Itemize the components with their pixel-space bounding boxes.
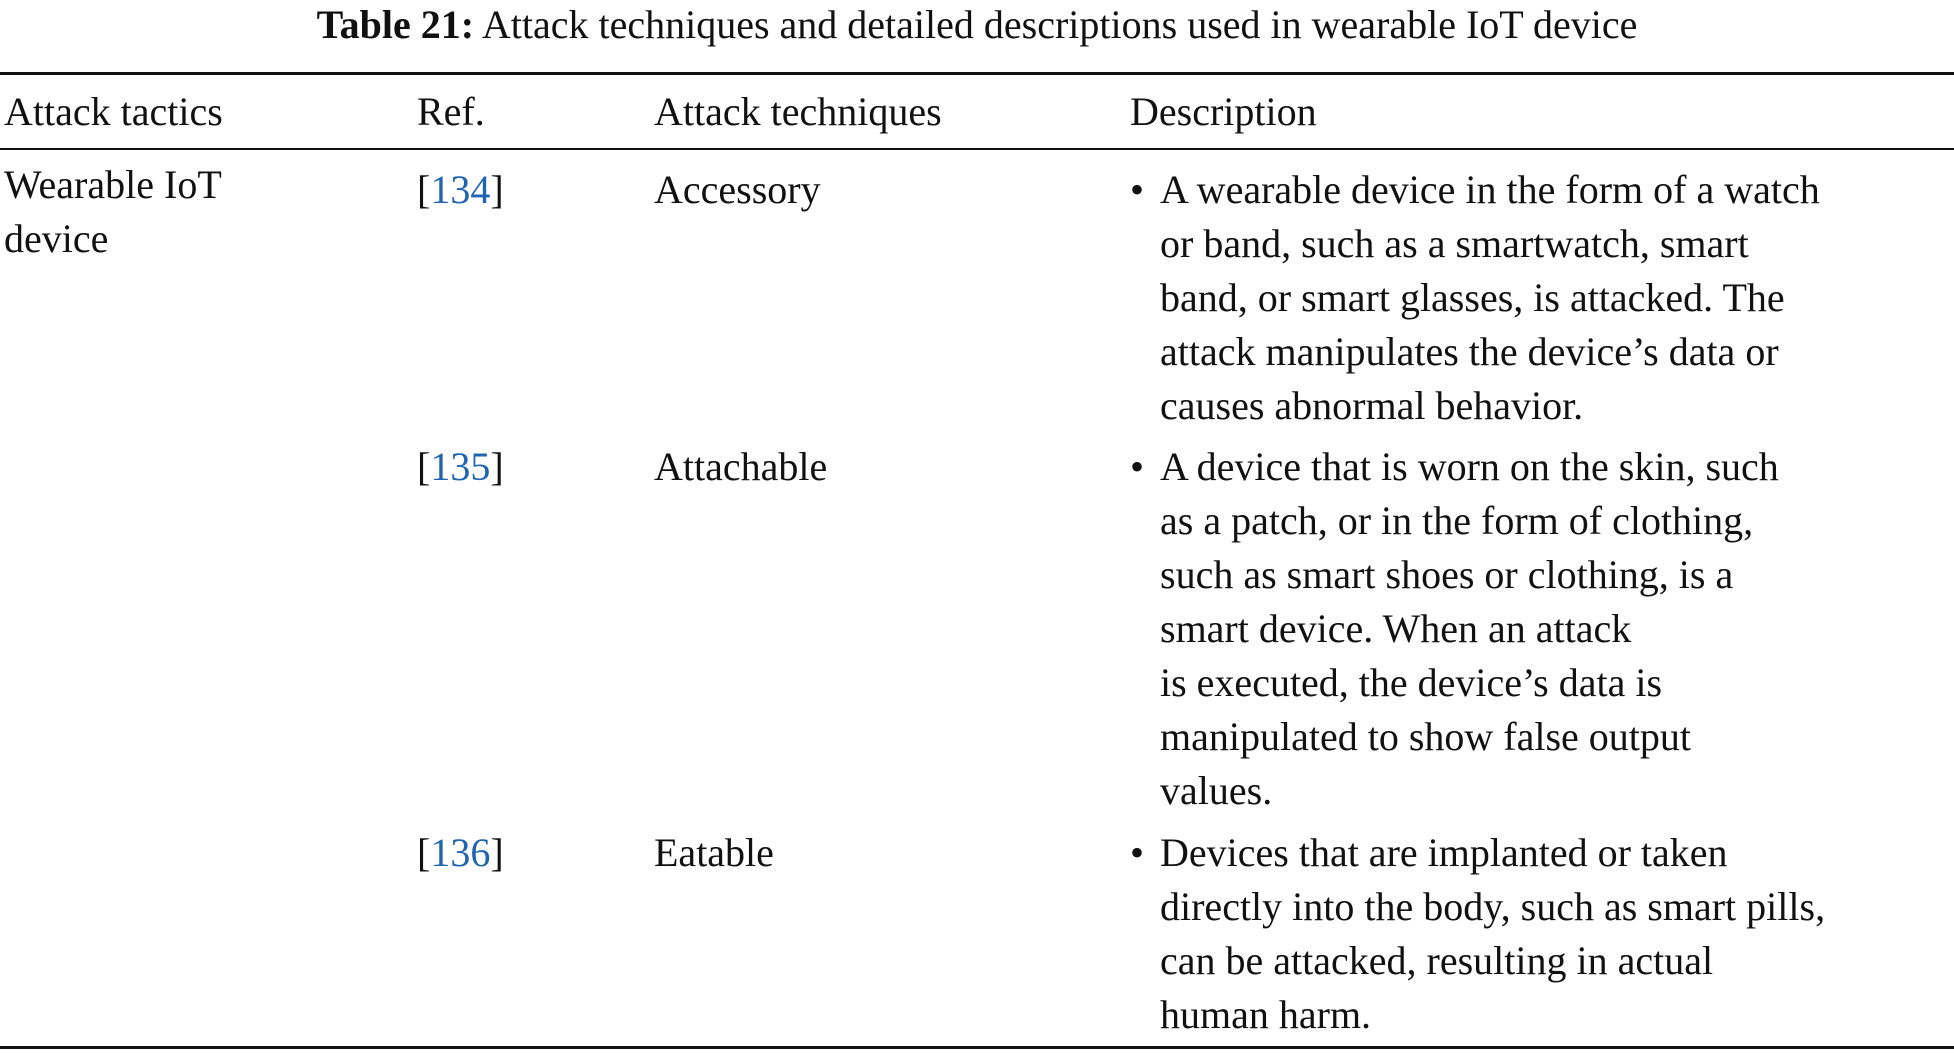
header-ref: Ref.	[417, 89, 485, 134]
description-line: or band, such as a smartwatch, smart	[1160, 221, 1749, 266]
header-attack-tactics: Attack tactics	[4, 89, 223, 134]
description-line: A wearable device in the form of a watch	[1160, 167, 1820, 212]
description-line: as a patch, or in the form of clothing,	[1160, 498, 1754, 543]
ref-close-bracket: ]	[490, 830, 504, 875]
ref-close-bracket: ]	[490, 167, 504, 212]
description-line: attack manipulates the device’s data or	[1160, 329, 1779, 374]
top-rule	[0, 72, 1954, 75]
description-line: band, or smart glasses, is attacked. The	[1160, 275, 1785, 320]
caption-label: Table 21:	[316, 2, 475, 47]
ref-link[interactable]: 136	[430, 830, 491, 875]
description-line: values.	[1160, 768, 1273, 813]
ref-link[interactable]: 134	[430, 167, 491, 212]
description-line: is executed, the device’s data is	[1160, 660, 1663, 705]
description-line: can be attacked, resulting in actual	[1160, 938, 1714, 983]
description-line: smart device. When an attack	[1160, 606, 1632, 651]
table-row-ref: [136]	[417, 826, 504, 880]
header-description: Description	[1130, 89, 1317, 134]
description-line: manipulated to show false output	[1160, 714, 1692, 759]
caption-text: Attack techniques and detailed descripti…	[481, 2, 1638, 47]
ref-close-bracket: ]	[490, 444, 504, 489]
table-row-ref: [134]	[417, 163, 504, 217]
ref-open-bracket: [	[417, 167, 431, 212]
tactic-line-1: Wearable IoT	[4, 162, 222, 207]
bullet-icon: •	[1130, 444, 1145, 489]
technique-cell: Attachable	[654, 444, 828, 489]
table-caption: Table 21: Attack techniques and detailed…	[0, 0, 1954, 50]
description-line: directly into the body, such as smart pi…	[1160, 884, 1826, 929]
bottom-rule	[0, 1046, 1954, 1049]
ref-link[interactable]: 135	[430, 444, 491, 489]
ref-open-bracket: [	[417, 444, 431, 489]
bullet-icon: •	[1130, 830, 1145, 875]
description-line: human harm.	[1160, 992, 1372, 1037]
table-row-ref: [135]	[417, 440, 504, 494]
description-line: Devices that are implanted or taken	[1160, 830, 1728, 875]
ref-open-bracket: [	[417, 830, 431, 875]
bullet-icon: •	[1130, 167, 1145, 212]
description-line: such as smart shoes or clothing, is a	[1160, 552, 1734, 597]
description-line: A device that is worn on the skin, such	[1160, 444, 1779, 489]
tactic-line-2: device	[4, 216, 109, 261]
header-attack-techniques: Attack techniques	[654, 89, 942, 134]
header-rule	[0, 148, 1954, 150]
description-line: causes abnormal behavior.	[1160, 383, 1584, 428]
technique-cell: Eatable	[654, 830, 774, 875]
technique-cell: Accessory	[654, 167, 821, 212]
